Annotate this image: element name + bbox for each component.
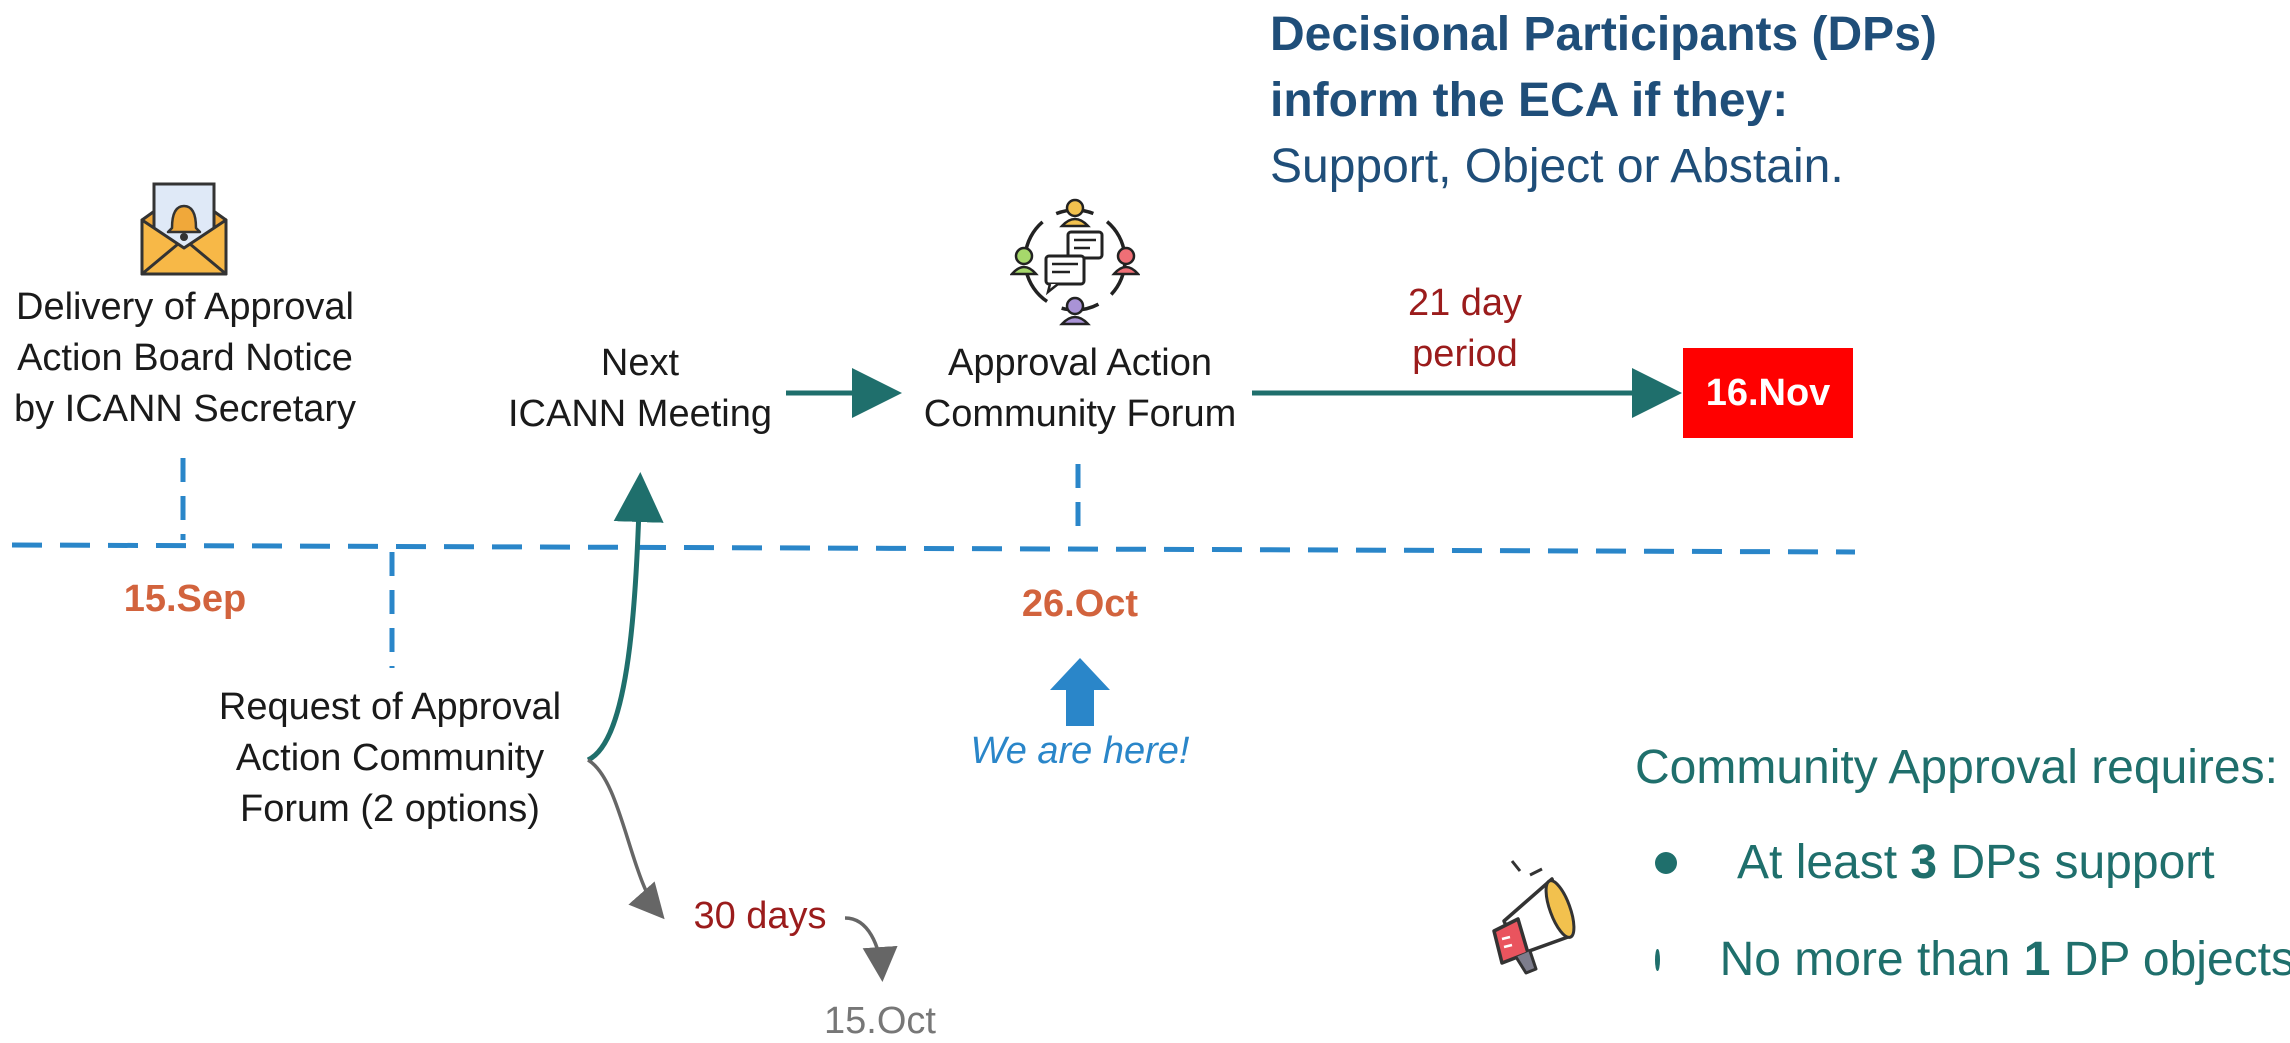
- dp-heading-line1: Decisional Participants (DPs): [1270, 8, 1937, 61]
- requirement-item-2: No more than 1 DP objects: [1655, 932, 2290, 987]
- delivery-label: Delivery of Approval Action Board Notice…: [0, 282, 370, 435]
- alt-date-label: 15.Oct: [824, 1000, 936, 1042]
- we-are-here-label: We are here!: [970, 730, 1190, 772]
- req2-prefix: No more than: [1719, 933, 2024, 986]
- delivery-line2: Action Board Notice: [17, 337, 353, 379]
- request-line1: Request of Approval: [218, 686, 562, 728]
- request-line3: Forum (2 options): [240, 788, 540, 830]
- delivery-line1: Delivery of Approval: [16, 286, 354, 328]
- dp-heading: Decisional Participants (DPs) inform the…: [1270, 2, 2050, 200]
- req2-number: 1: [2023, 933, 2051, 986]
- req1-prefix: At least: [1737, 836, 1911, 889]
- period-line2: period: [1412, 333, 1518, 375]
- up-arrow-icon: [1050, 658, 1110, 726]
- request-label: Request of Approval Action Community For…: [190, 682, 590, 835]
- deadline-box: 16.Nov: [1683, 348, 1853, 438]
- req1-number: 3: [1910, 836, 1938, 889]
- arrow-30days-to-date: [844, 916, 898, 982]
- req1-suffix: DPs support: [1937, 836, 2215, 889]
- date-sep: 15.Sep: [123, 578, 247, 620]
- forum-line1: Approval Action: [947, 342, 1213, 384]
- arrow-request-to-30days: [587, 758, 665, 920]
- requirement-item-1: At least 3 DPs support: [1655, 835, 2290, 890]
- arrow-request-to-meeting: [586, 472, 664, 763]
- next-meeting-line1: Next: [600, 342, 680, 384]
- megaphone-icon: [1492, 860, 1576, 975]
- bullet-dot: [1655, 851, 1677, 874]
- next-meeting-line2: ICANN Meeting: [508, 393, 772, 435]
- next-meeting-label: Next ICANN Meeting: [490, 338, 790, 440]
- thirty-days-label: 30 days: [693, 895, 827, 937]
- req2-suffix: DP objects: [2050, 933, 2290, 986]
- period-line1: 21 day: [1407, 282, 1523, 324]
- request-line2: Action Community: [235, 737, 545, 779]
- requirements-heading: Community Approval requires:: [1635, 741, 2278, 794]
- period-label: 21 day period: [1365, 278, 1565, 380]
- forum-label: Approval Action Community Forum: [900, 338, 1260, 440]
- forum-line2: Community Forum: [923, 393, 1237, 435]
- date-oct: 26.Oct: [1021, 583, 1139, 625]
- envelope-bell-icon: [140, 182, 228, 276]
- dp-heading-line3: Support, Object or Abstain.: [1270, 140, 1844, 193]
- dp-heading-line2: inform the ECA if they:: [1270, 74, 1789, 127]
- bullet-dot: [1655, 948, 1660, 971]
- delivery-line3: by ICANN Secretary: [13, 388, 357, 430]
- timeline-line: [11, 542, 1856, 555]
- community-discussion-icon: [1010, 198, 1140, 326]
